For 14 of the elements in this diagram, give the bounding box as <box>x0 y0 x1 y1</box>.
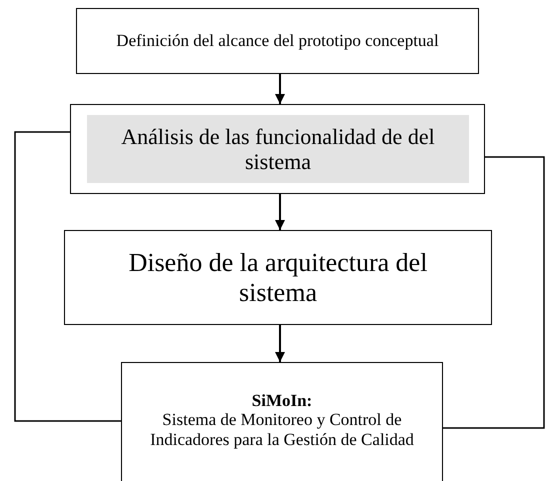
connector-line <box>443 156 545 429</box>
arrow <box>275 194 285 230</box>
process-box <box>64 230 492 325</box>
connector-line <box>14 131 121 422</box>
process-box <box>70 104 485 194</box>
box-text: Definición del alcance del prototipo conceptual <box>116 31 439 51</box>
result-box <box>121 362 443 481</box>
box-text: Diseño de la arquitectura del sistema <box>128 248 428 308</box>
box-text: Sistema de Monitoreo y Control de Indicadores para la Gestión de Calidad <box>149 410 415 450</box>
box-text: Análisis de las funcionalidad de del sistema <box>120 124 436 174</box>
arrow <box>275 325 285 362</box>
arrow <box>275 74 285 104</box>
box-heading: SiMoIn: <box>252 390 312 410</box>
process-box <box>76 8 479 74</box>
